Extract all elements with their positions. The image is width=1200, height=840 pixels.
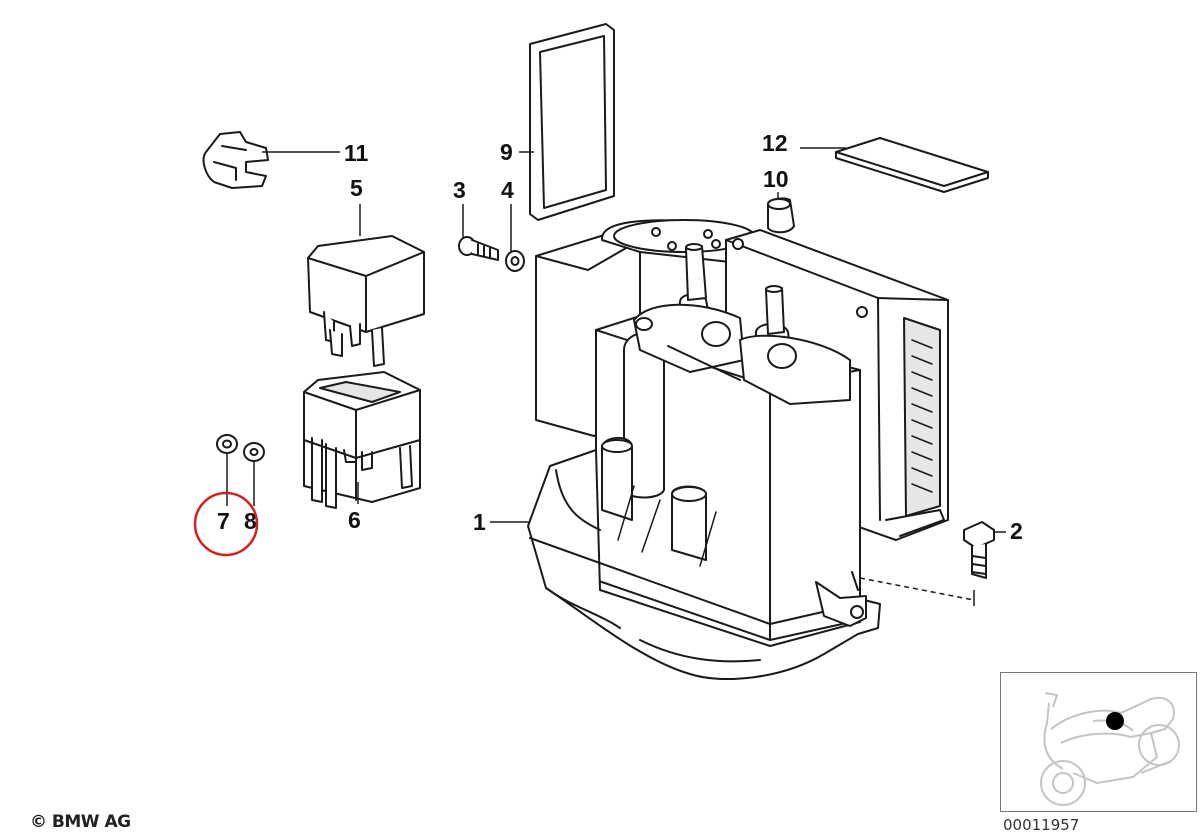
gasket-part-9: [529, 23, 615, 221]
washer-part-8: [243, 442, 265, 462]
bolt-part-2: [963, 521, 995, 579]
callout-7: 7: [217, 508, 230, 534]
callouts: 11 5 6 7 8 3 4 9 12 10 1 2: [217, 130, 1023, 544]
callout-10: 10: [763, 166, 789, 192]
callout-3: 3: [453, 177, 466, 203]
callout-4: 4: [501, 177, 514, 203]
leader-lines: [226, 147, 1006, 606]
callout-5: 5: [350, 175, 363, 201]
screw-part-3: [458, 236, 499, 261]
abs-unit-part-1: [527, 219, 949, 681]
copyright-label: © BMW AG: [30, 812, 131, 832]
relay-part-5: [307, 235, 425, 367]
clip-part-11: [202, 131, 269, 189]
nut-part-7: [216, 434, 238, 454]
motorcycle-locator-icon: [1040, 692, 1180, 806]
callout-1: 1: [473, 509, 486, 535]
callout-8: 8: [244, 508, 257, 534]
cap-part-10: [766, 197, 795, 234]
locator-thumbnail: [1000, 672, 1197, 812]
callout-11: 11: [344, 140, 369, 166]
washer-part-4: [505, 250, 525, 272]
callout-9: 9: [500, 139, 513, 165]
location-marker-icon: [1106, 712, 1124, 730]
callout-6: 6: [348, 507, 361, 533]
callout-2: 2: [1010, 518, 1023, 544]
relay-socket-part-6: [303, 371, 421, 509]
plate-part-12: [835, 137, 989, 193]
highlight-circle: [193, 491, 259, 557]
drawing-number: 00011957: [1003, 816, 1080, 834]
callout-12: 12: [762, 130, 788, 156]
